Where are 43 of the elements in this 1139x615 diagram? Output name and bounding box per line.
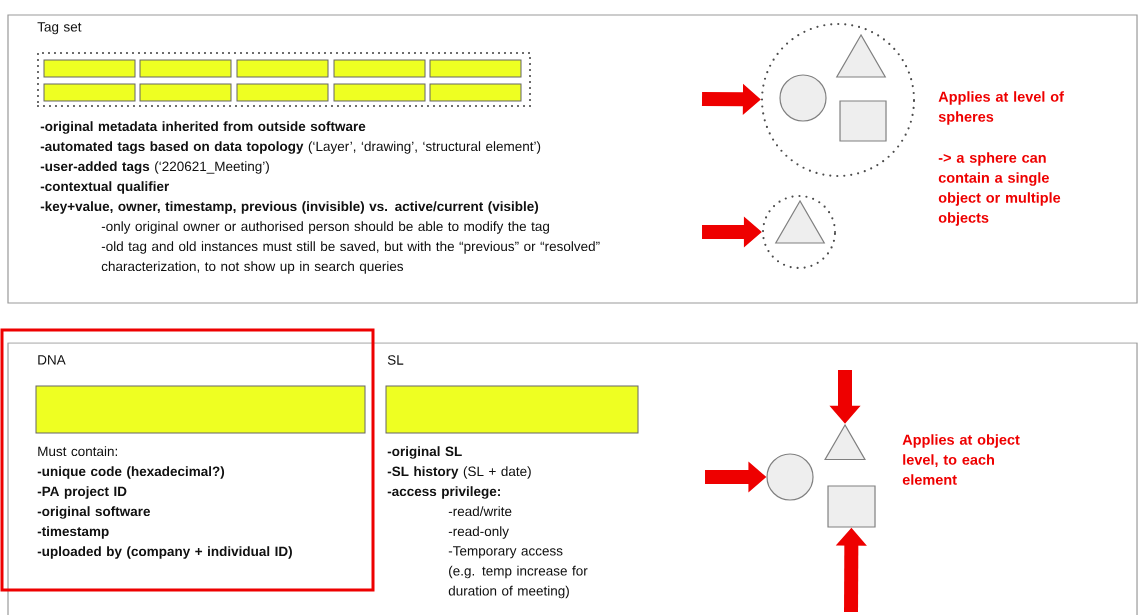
list-item: -original software	[37, 506, 150, 519]
sphere-outline	[760, 22, 916, 178]
bullet-text: -key+value, owner, timestamp, previous (invisible) vs. active/current (visible)	[40, 201, 539, 214]
list-item: -read/write	[448, 506, 512, 517]
tag-bar	[236, 59, 329, 78]
heading: SL	[387, 355, 404, 365]
tag-bar	[236, 83, 329, 102]
bullet-text: -only original owner or authorised person should be able to modify the tag	[101, 221, 549, 234]
list-item: -timestamp	[37, 526, 109, 539]
list-item: -read-only	[448, 526, 509, 539]
list-item: -uploaded by (company + individual ID)	[37, 546, 292, 559]
bullet-text: -contextual qualifier	[40, 181, 169, 194]
circle-shape	[766, 453, 814, 501]
list-item: -Temporary access (e.g. temp increase for duration of meeting)	[448, 546, 588, 599]
list-item: -original SL	[387, 446, 462, 459]
heading: DNA	[38, 355, 66, 365]
tag-bar	[429, 83, 522, 102]
note-text: Applies at level of spheres	[938, 91, 1064, 125]
square-shape	[827, 485, 876, 528]
bullet-text: -automated tags based on data topology (‘Layer’, ‘drawing’, ‘structural element’)	[40, 141, 541, 154]
tag-bar	[429, 59, 522, 78]
note-text: Applies at object level, to each element	[902, 434, 1020, 485]
bullet-text: -user-added tags (‘220621_Meeting’)	[40, 161, 269, 174]
bullet-text: -old tag and old instances must still be saved, but with the “previous” or “resolved” characterization, to not show up in search queries	[101, 241, 600, 274]
list-item: Must contain:	[38, 446, 117, 457]
tag-bar	[35, 385, 366, 434]
list-item: -PA project ID	[37, 486, 127, 499]
list-item: -access privilege:	[387, 486, 500, 499]
tag-bar	[139, 59, 232, 78]
tag-bar	[333, 59, 426, 78]
tag-bar	[43, 83, 136, 102]
bullet-text: -original metadata inherited from outside software	[40, 121, 366, 134]
sphere-outline	[761, 194, 837, 270]
heading: Tag set	[37, 22, 82, 35]
tag-bar	[43, 59, 136, 78]
tag-bar	[333, 83, 426, 102]
note-text: -> a sphere can contain a single object or multiple objects	[938, 152, 1061, 226]
square-shape	[839, 100, 887, 142]
list-item: -SL history (SL + date)	[387, 466, 531, 479]
list-item: -unique code (hexadecimal?)	[37, 466, 225, 479]
tag-bar	[139, 83, 232, 102]
circle-shape	[779, 74, 827, 122]
panel	[7, 342, 1138, 615]
